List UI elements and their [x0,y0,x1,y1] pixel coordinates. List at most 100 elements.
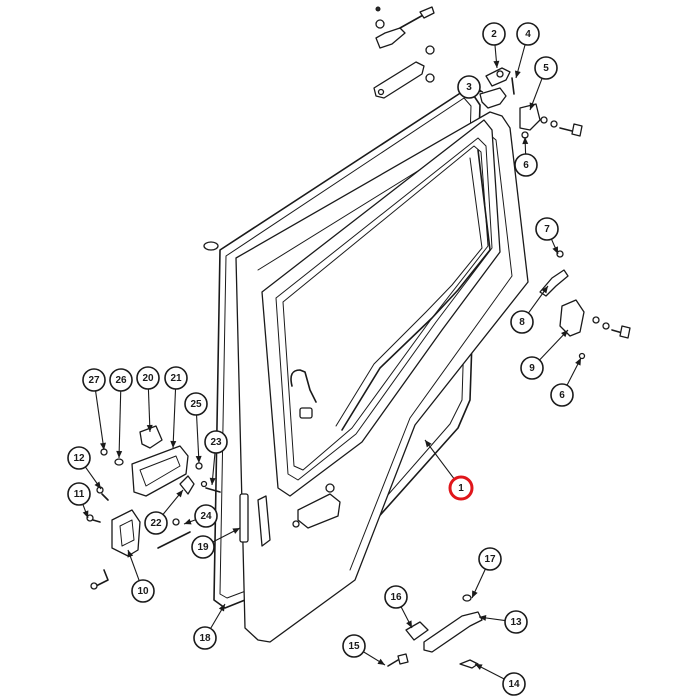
callout-arrowhead [176,490,183,498]
callout-11: 11 [67,482,91,519]
callout-leader [424,439,455,480]
callout-number: 8 [519,317,525,328]
callout-5: 5 [529,56,558,111]
callout-circle [194,504,218,528]
callout-number: 1 [458,483,464,494]
callout-27: 27 [82,368,106,451]
callout-24: 24 [183,504,218,528]
callout-number: 3 [466,82,472,93]
callout-number: 6 [523,160,529,171]
callout-number: 9 [529,363,535,374]
callout-18: 18 [193,603,226,650]
callout-23: 23 [204,430,228,486]
callout-leader [172,388,177,449]
callout-arrowhead [472,590,478,598]
callout-number: 17 [484,554,496,565]
callout-circle [131,579,155,603]
callout-circle [510,310,534,334]
callout-25: 25 [184,392,208,464]
callout-9: 9 [520,329,569,380]
callout-circle [164,366,188,390]
callout-2: 2 [482,22,506,69]
upper-hinge-parts [479,67,583,139]
callout-number: 20 [142,373,154,384]
outer-handle-assembly [387,594,483,669]
callout-22: 22 [144,489,184,535]
lock-cylinder [239,493,249,543]
callout-arrowhead [406,620,412,628]
callout-arrowhead [575,358,581,366]
callout-circle [67,446,91,470]
callout-arrowhead [94,481,101,489]
callout-arrowhead [529,102,536,110]
callout-arrowhead [218,604,225,612]
callout-arrowhead [479,614,487,621]
callout-circle [67,482,91,506]
callout-circle [482,22,506,46]
callout-circle [136,366,160,390]
callout-20: 20 [136,366,160,433]
callout-3: 3 [457,75,484,99]
callout-circle [550,383,574,407]
callout-number: 25 [190,399,202,410]
latch-mechanism [86,425,221,590]
callout-14: 14 [474,663,526,696]
callout-number: 5 [543,63,549,74]
callout-circle [502,672,526,696]
callout-arrowhead [146,424,153,432]
callout-number: 16 [390,592,402,603]
callout-circle [516,22,540,46]
callout-arrowhead [522,137,529,145]
callout-number: 12 [73,453,85,464]
callout-circle [534,56,558,80]
callout-arrowhead [552,246,558,254]
callout-number: 19 [197,542,209,553]
callout-number: 11 [74,489,85,500]
gas-strut-assembly [373,6,435,99]
callout-4: 4 [514,22,540,79]
callout-arrowhead [541,286,548,294]
callout-arrowhead [184,518,192,525]
callout-17: 17 [471,547,502,599]
callout-number: 13 [510,617,522,628]
callout-arrowhead [514,70,521,78]
callout-13: 13 [478,610,528,634]
callout-6: 6 [514,136,538,177]
callout-arrowhead [170,440,177,448]
callout-26: 26 [109,368,133,459]
callout-1: 1 [424,439,474,501]
callout-arrowhead [82,510,89,518]
callout-circle [535,217,559,241]
callout-circle [448,475,474,501]
callout-leader [95,390,105,451]
callout-number: 2 [491,29,497,40]
callout-circle [184,392,208,416]
callout-arrowhead [561,330,568,338]
callout-circle [520,356,544,380]
callout-arrowhead [116,450,123,458]
callout-circle [478,547,502,571]
callout-number: 14 [508,679,520,690]
callout-arrowhead [232,528,240,534]
callout-16: 16 [384,585,413,629]
callout-number: 21 [170,373,182,384]
callout-circle [384,585,408,609]
callout-10: 10 [127,549,155,603]
callout-circle [514,153,538,177]
callout-circle [109,368,133,392]
callout-number: 4 [525,29,531,40]
callout-19: 19 [191,527,241,559]
callout-number: 18 [199,633,211,644]
callout-number: 26 [115,375,127,386]
callout-7: 7 [535,217,559,255]
callout-leader [196,414,200,464]
callout-12: 12 [67,446,102,490]
lower-hinge-parts [539,250,631,360]
callout-arrowhead [209,477,216,485]
callout-number: 6 [559,390,565,401]
callout-number: 23 [210,437,222,448]
callout-circle [204,430,228,454]
callout-arrowhead [100,442,106,450]
